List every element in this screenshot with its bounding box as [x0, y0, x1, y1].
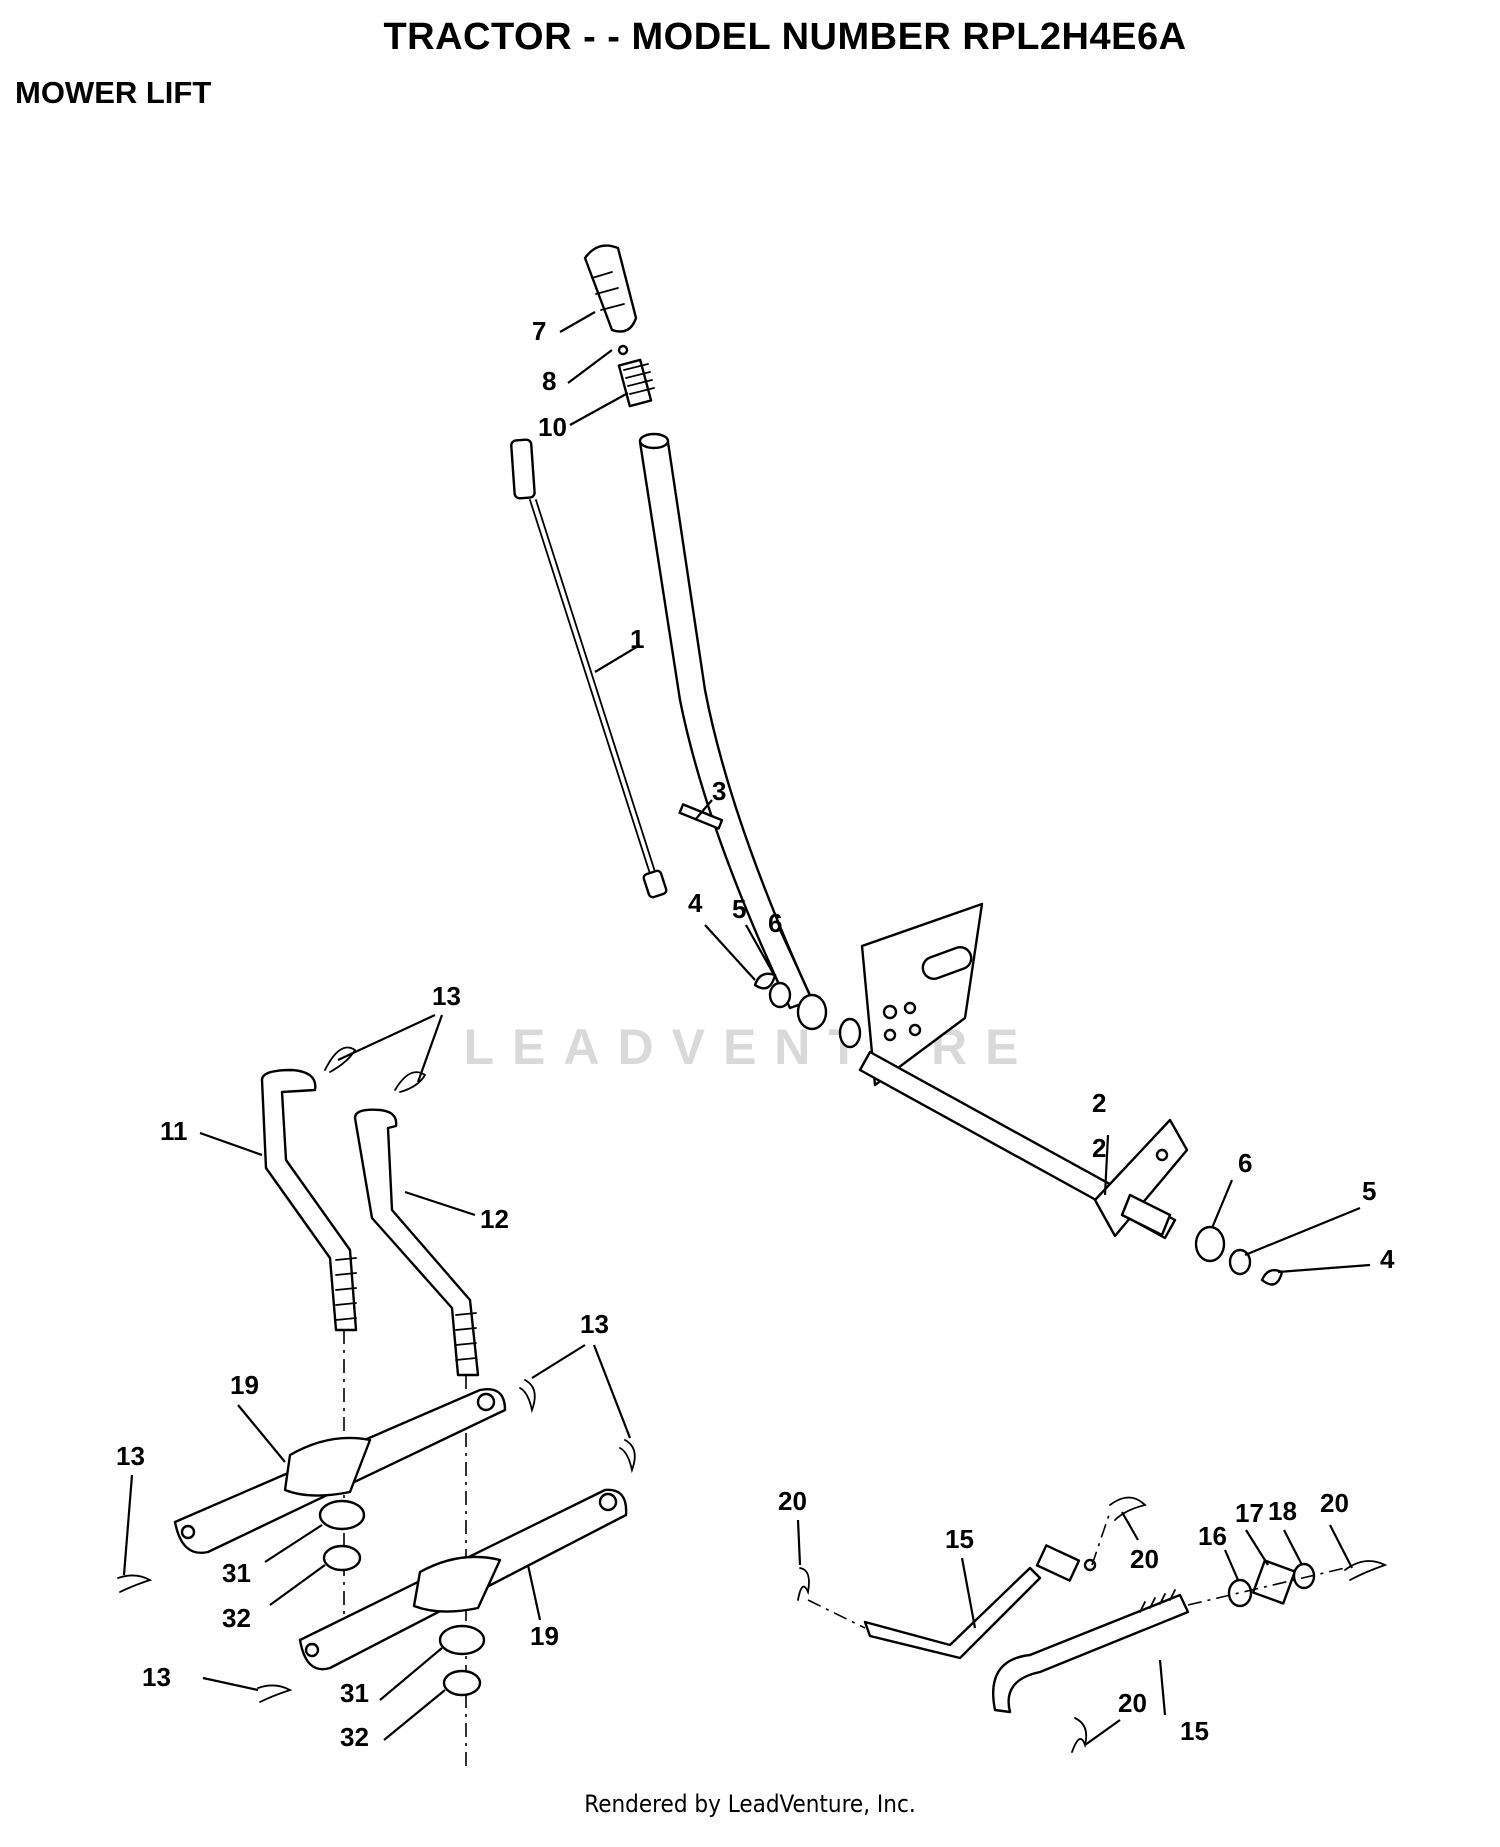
hairpin-clip [1109, 1496, 1147, 1521]
callout-2: 2 [1092, 1088, 1106, 1118]
bushing-31 [438, 1624, 486, 1656]
callout-15: 15 [945, 1524, 974, 1554]
washer [1228, 1248, 1252, 1276]
callout-11: 11 [160, 1116, 188, 1146]
hairpin-clip [324, 1046, 357, 1073]
hairpin-clip [257, 1684, 293, 1703]
callout-31: 31 [222, 1558, 251, 1588]
hairpin-clip [519, 1379, 536, 1414]
callout-19: 19 [530, 1621, 559, 1651]
lift-shaft [858, 1050, 1189, 1240]
footer-credit: Rendered by LeadVenture, Inc. [584, 1790, 916, 1818]
bushing [838, 1017, 862, 1049]
callout-16: 16 [1198, 1521, 1227, 1551]
callout-6: 6 [768, 908, 782, 938]
callout-5: 5 [1362, 1176, 1376, 1206]
section-title: MOWER LIFT [15, 75, 212, 110]
callout-31: 31 [340, 1678, 369, 1708]
callout-8: 8 [542, 366, 556, 396]
callout-13: 13 [580, 1309, 609, 1339]
adjustment-rod-lower [992, 1589, 1190, 1714]
callout-18: 18 [1268, 1496, 1297, 1526]
lift-lever [638, 432, 814, 1010]
callout-32: 32 [222, 1603, 251, 1633]
leader-lines [122, 311, 1371, 1746]
bushing [796, 993, 828, 1031]
callout-20: 20 [1320, 1488, 1349, 1518]
nut-32 [322, 1544, 362, 1572]
callout-20: 20 [778, 1486, 807, 1516]
callout-1: 1 [630, 624, 644, 654]
callout-6: 6 [1238, 1148, 1252, 1178]
lift-arm-lower [298, 1488, 628, 1671]
callout-19: 19 [230, 1370, 259, 1400]
callout-4: 4 [1380, 1244, 1395, 1274]
nut-16 [1227, 1578, 1253, 1608]
release-rod [510, 438, 668, 899]
mounting-plate [860, 902, 984, 1087]
nut-32 [442, 1669, 482, 1697]
spring [617, 358, 655, 408]
callout-20: 20 [1118, 1688, 1147, 1718]
callout-13: 13 [142, 1662, 171, 1692]
adjustment-rod-upper [863, 1544, 1097, 1660]
hairpin-clip [117, 1574, 153, 1593]
callout-2: 2 [1092, 1133, 1106, 1163]
callout-10: 10 [538, 412, 567, 442]
hairpin-clip [1071, 1717, 1088, 1753]
callout-20: 20 [1130, 1544, 1159, 1574]
callout-12: 12 [480, 1204, 509, 1234]
callout-7: 7 [532, 316, 546, 346]
lift-link-11 [260, 1068, 358, 1332]
lift-arm-upper [173, 1388, 507, 1555]
callout-5: 5 [732, 894, 746, 924]
hairpin-clip [797, 1567, 810, 1601]
callout-13: 13 [432, 981, 461, 1011]
page-title: TRACTOR - - MODEL NUMBER RPL2H4E6A [383, 16, 1187, 58]
callout-17: 17 [1235, 1498, 1264, 1528]
lift-link-12 [353, 1108, 480, 1377]
bushing [1194, 1225, 1226, 1263]
callout-32: 32 [340, 1722, 369, 1752]
hairpin-clip [1344, 1560, 1388, 1581]
bushing-31 [318, 1499, 366, 1531]
ball [617, 344, 629, 356]
callout-15: 15 [1180, 1716, 1209, 1746]
callout-13: 13 [116, 1441, 145, 1471]
callout-4: 4 [688, 888, 703, 918]
washer [768, 981, 792, 1009]
trunnion-17 [1251, 1559, 1297, 1605]
callout-3: 3 [712, 776, 726, 806]
hairpin-clip [394, 1071, 427, 1093]
handle-grip [583, 244, 638, 333]
hairpin-clip [619, 1439, 636, 1474]
